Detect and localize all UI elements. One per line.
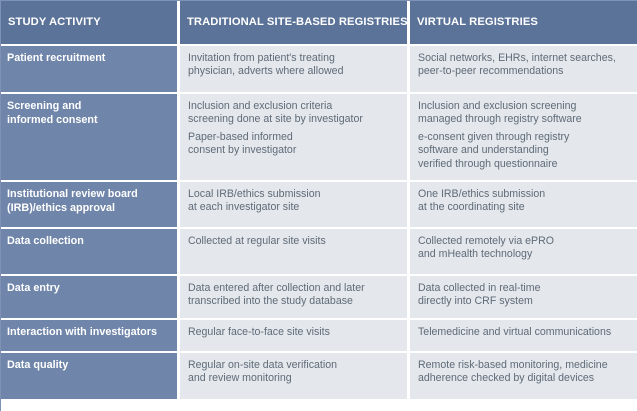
- virtual-cell-text: One IRB/ethics submission at the coordin…: [418, 188, 546, 214]
- virtual-cell: Telemedicine and virtual communications: [410, 320, 637, 351]
- row-label-text: Institutional review board (IRB)/ethics …: [7, 188, 138, 214]
- traditional-cell: Data entered after collection and later …: [180, 276, 407, 318]
- row-divider: [1, 351, 637, 353]
- row-label: Institutional review board (IRB)/ethics …: [1, 182, 177, 227]
- traditional-cell: Regular face-to-face site visits: [180, 320, 407, 351]
- virtual-cell-text: Inclusion and exclusion screening manage…: [418, 100, 582, 126]
- row-divider: [1, 227, 637, 229]
- traditional-cell: Invitation from patient's treating physi…: [180, 46, 407, 92]
- row-label-text: Data collection: [7, 235, 84, 247]
- column-divider: [407, 276, 410, 318]
- row-label-text: Screening and informed consent: [7, 100, 98, 126]
- column-divider: [177, 182, 180, 227]
- virtual-cell-text: Remote risk-based monitoring, medicine a…: [418, 359, 608, 385]
- virtual-cell: Remote risk-based monitoring, medicine a…: [410, 353, 637, 399]
- row-label-text: Interaction with investigators: [7, 326, 157, 338]
- header-study-activity: STUDY ACTIVITY: [1, 1, 177, 44]
- column-divider: [407, 182, 410, 227]
- row-divider: [1, 274, 637, 276]
- column-divider: [407, 320, 410, 351]
- column-divider: [407, 1, 410, 44]
- row-label: Data quality: [1, 353, 177, 399]
- traditional-cell-text: Inclusion and exclusion criteria screeni…: [188, 100, 363, 126]
- column-divider: [177, 276, 180, 318]
- traditional-cell-text: Data entered after collection and later …: [188, 282, 365, 308]
- row-label-text: Data quality: [7, 359, 69, 371]
- traditional-cell-text: Collected at regular site visits: [188, 235, 326, 247]
- traditional-cell: Local IRB/ethics submission at each inve…: [180, 182, 407, 227]
- row-divider: [1, 318, 637, 320]
- row-label: Data collection: [1, 229, 177, 274]
- traditional-cell: Inclusion and exclusion criteria screeni…: [180, 94, 407, 180]
- column-divider: [407, 229, 410, 274]
- traditional-cell-text: Regular face-to-face site visits: [188, 326, 330, 338]
- row-label: Patient recruitment: [1, 46, 177, 92]
- virtual-cell-text: Collected remotely via ePRO and mHealth …: [418, 235, 555, 261]
- virtual-cell: Data collected in real-time directly int…: [410, 276, 637, 318]
- virtual-cell: Collected remotely via ePRO and mHealth …: [410, 229, 637, 274]
- column-divider: [177, 46, 180, 92]
- traditional-cell-text: Regular on-site data verification and re…: [188, 359, 337, 385]
- column-divider: [407, 46, 410, 92]
- virtual-cell-text: Social networks, EHRs, internet searches…: [418, 52, 616, 78]
- row-label: Screening and informed consent: [1, 94, 177, 180]
- traditional-cell: Collected at regular site visits: [180, 229, 407, 274]
- column-divider: [177, 1, 180, 44]
- column-divider: [407, 353, 410, 399]
- header-virtual-registries: VIRTUAL REGISTRIES: [410, 1, 637, 44]
- row-label: Interaction with investigators: [1, 320, 177, 351]
- row-divider: [1, 92, 637, 94]
- row-divider: [1, 180, 637, 182]
- column-divider: [177, 320, 180, 351]
- traditional-cell-text: Paper-based informed consent by investig…: [188, 130, 297, 157]
- traditional-cell-text: Invitation from patient's treating physi…: [188, 52, 344, 78]
- row-label-text: Data entry: [7, 282, 60, 294]
- row-divider: [1, 44, 637, 46]
- virtual-cell-text: e-consent given through registry softwar…: [418, 130, 570, 170]
- traditional-cell-text: Local IRB/ethics submission at each inve…: [188, 188, 321, 214]
- row-divider: [1, 399, 637, 401]
- row-label-text: Patient recruitment: [7, 52, 106, 64]
- column-divider: [407, 94, 410, 180]
- virtual-cell: Social networks, EHRs, internet searches…: [410, 46, 637, 92]
- virtual-cell: Inclusion and exclusion screening manage…: [410, 94, 637, 180]
- column-divider: [177, 229, 180, 274]
- column-divider: [177, 353, 180, 399]
- virtual-cell-text: Data collected in real-time directly int…: [418, 282, 541, 308]
- row-label: Data entry: [1, 276, 177, 318]
- header-traditional-registries: TRADITIONAL SITE-BASED REGISTRIES: [180, 1, 408, 44]
- virtual-cell: One IRB/ethics submission at the coordin…: [410, 182, 637, 227]
- column-divider: [177, 94, 180, 180]
- virtual-cell-text: Telemedicine and virtual communications: [418, 326, 612, 338]
- traditional-cell: Regular on-site data verification and re…: [180, 353, 407, 399]
